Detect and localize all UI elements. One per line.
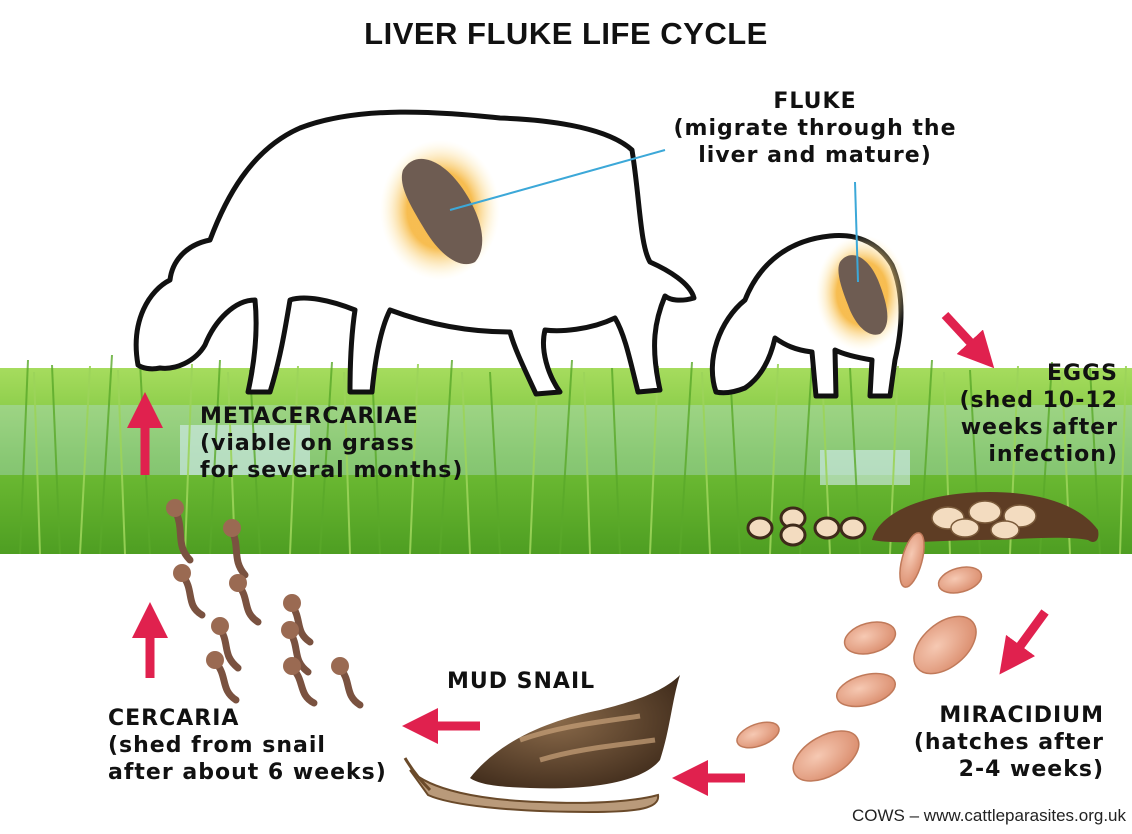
eggs-name: EGGS xyxy=(959,360,1118,387)
fluke-in-cow xyxy=(380,140,500,280)
label-mud-snail: MUD SNAIL xyxy=(447,668,595,695)
label-cercaria: CERCARIA (shed from snail after about 6 … xyxy=(108,705,387,786)
label-eggs: EGGS (shed 10-12 weeks after infection) xyxy=(959,360,1118,468)
cercaria-desc-line-1: (shed from snail xyxy=(108,732,387,759)
fluke-name: FLUKE xyxy=(655,88,975,115)
metacercariae-desc-line-2: for several months) xyxy=(200,457,463,484)
label-metacercariae: METACERCARIAE (viable on grass for sever… xyxy=(200,403,463,484)
eggs-desc-line-3: infection) xyxy=(959,441,1118,468)
cercaria-name: CERCARIA xyxy=(108,705,387,732)
eggs-desc-line-2: weeks after xyxy=(959,414,1118,441)
label-miracidium: MIRACIDIUM (hatches after 2-4 weeks) xyxy=(914,702,1104,783)
cercaria-desc-line-2: after about 6 weeks) xyxy=(108,759,387,786)
fluke-desc-line-1: (migrate through the xyxy=(655,115,975,142)
fluke-in-sheep xyxy=(816,235,908,351)
diagram-title: LIVER FLUKE LIFE CYCLE xyxy=(0,16,1132,52)
fluke-desc-line-2: liver and mature) xyxy=(655,142,975,169)
miracidium-name: MIRACIDIUM xyxy=(914,702,1104,729)
metacercariae-name: METACERCARIAE xyxy=(200,403,463,430)
arrow-to-miracidium xyxy=(1010,612,1045,660)
miracidium-desc-line-2: 2-4 weeks) xyxy=(914,756,1104,783)
miracidium-desc-line-1: (hatches after xyxy=(914,729,1104,756)
mud-snail xyxy=(405,675,680,812)
source-credit: COWS – www.cattleparasites.org.uk xyxy=(852,806,1126,826)
arrow-to-eggs xyxy=(945,315,982,355)
metacercariae-desc-line-1: (viable on grass xyxy=(200,430,463,457)
mud-snail-name: MUD SNAIL xyxy=(447,668,595,695)
label-fluke: FLUKE (migrate through the liver and mat… xyxy=(655,88,975,169)
eggs-desc-line-1: (shed 10-12 xyxy=(959,387,1118,414)
